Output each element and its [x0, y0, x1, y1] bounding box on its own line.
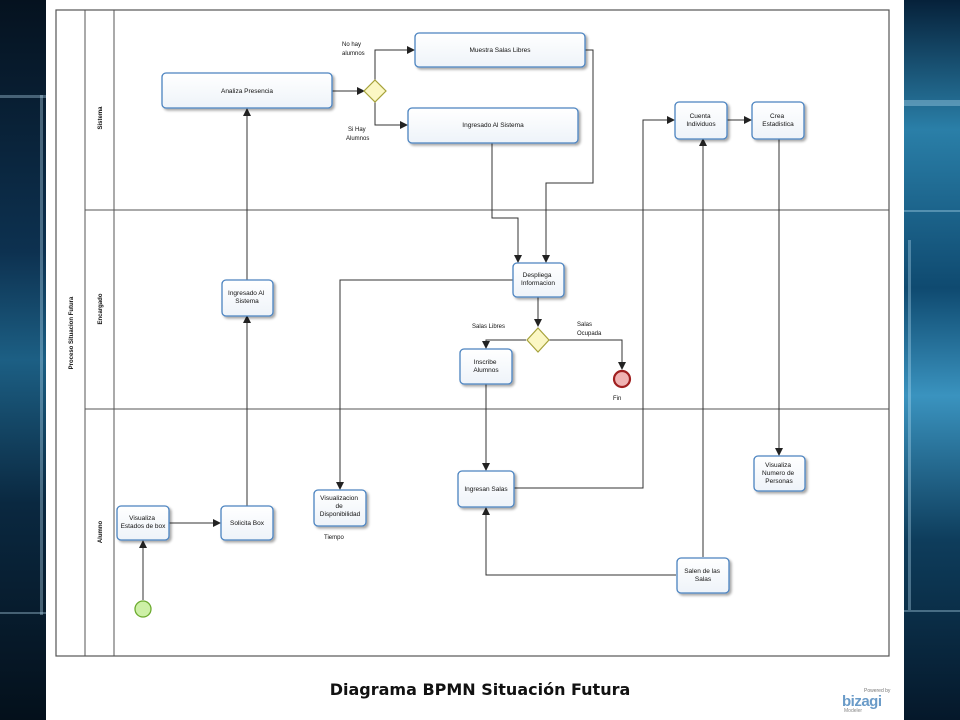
diagram-canvas: Proceso Situacion Futura Sistema Encarga…	[46, 0, 904, 720]
task-label-line: Personas	[765, 478, 793, 485]
label-tiempo: Tiempo	[324, 535, 344, 541]
svg-text:Visualiza Estados de b: Visualiza Estados de box	[121, 515, 167, 530]
label-no-hay-alumnos-line: No hay	[342, 42, 361, 48]
task-label: Ingresan Salas	[464, 486, 508, 493]
flow-gateway-to-ingresado	[374, 102, 408, 129]
task-label-line: Numero de	[762, 470, 795, 477]
task-despliega-informacion[interactable]: Despliega Informacion	[512, 262, 565, 298]
label-si-hay-alumnos-line: Si Hay	[348, 127, 366, 133]
task-label-line: Sistema	[235, 298, 259, 305]
brand-name: bizagi	[842, 693, 882, 710]
bpmn-diagram: Proceso Situacion Futura Sistema Encarga…	[55, 9, 890, 657]
task-label-line: Inscribe	[474, 359, 497, 366]
task-inscribe-alumnos[interactable]: Inscribe Alumnos	[459, 348, 513, 385]
task-label-line: Visualizacion	[320, 495, 358, 502]
svg-text:No hay alumnos: No hay alumnos	[342, 42, 365, 57]
start-event[interactable]	[134, 600, 152, 618]
svg-text:Visualiza Numero de: Visualiza Numero de Personas	[762, 462, 796, 485]
task-label: Muestra Salas Libres	[469, 47, 531, 54]
label-no-hay-alumnos-line: alumnos	[342, 51, 365, 57]
task-label-line: Ingresado Al	[228, 290, 265, 297]
svg-text:Cuenta Individuos: Cuenta Individuos	[686, 113, 716, 128]
sequence-flows	[139, 46, 783, 600]
task-cuenta-individuos[interactable]: Cuenta Individuos	[674, 101, 728, 140]
task-label-line: Informacion	[521, 280, 555, 287]
bizagi-logo: Powered by bizagi Modeler	[840, 688, 894, 714]
task-label: Analiza Presencia	[221, 88, 273, 95]
gateway-hay-alumnos[interactable]	[363, 79, 387, 103]
task-label: Ingresado Al Sistema	[462, 122, 524, 129]
flow-gateway-to-fin	[549, 339, 626, 370]
task-analiza-presencia[interactable]: Analiza Presencia	[161, 72, 333, 109]
svg-text:Ingresado Al Sistema: Ingresado Al Sistema	[228, 290, 266, 305]
task-visualizacion-disponibilidad[interactable]: Visualizacion de Disponibilidad	[313, 489, 367, 527]
svg-text:Crea Estadistica: Crea Estadistica	[762, 113, 794, 128]
label-fin: Fin	[613, 396, 621, 402]
left-background-panel	[0, 0, 46, 720]
flow-despliega-to-visualizacion	[336, 279, 513, 490]
label-salas-ocupada-line: Salas	[577, 322, 592, 328]
flow-gateway-to-inscribe	[482, 339, 526, 349]
task-visualiza-estados-box[interactable]: Visualiza Estados de box	[116, 505, 170, 541]
pool-label: Proceso Situacion Futura	[69, 296, 75, 369]
right-background-panel	[904, 0, 960, 720]
task-crea-estadistica[interactable]: Crea Estadistica	[751, 101, 805, 140]
task-ingresado-al-sistema-encargado[interactable]: Ingresado Al Sistema	[221, 279, 274, 317]
flow-salen-to-ingresan	[482, 507, 676, 576]
task-label-line: de	[335, 503, 343, 510]
task-label-line: Estados de box	[121, 523, 167, 530]
task-label-line: Salen de las	[684, 568, 721, 575]
gateway-salas-disponibles[interactable]	[526, 327, 550, 353]
task-ingresan-salas[interactable]: Ingresan Salas	[457, 470, 515, 508]
flow-labels: No hay alumnos Si Hay Alumnos Salas Libr…	[324, 42, 621, 541]
tasks: Analiza Presencia Muestra Salas Libres I…	[116, 32, 806, 594]
svg-text:Salas Ocupada: Salas Ocupada	[577, 322, 602, 337]
task-label-line: Alumnos	[473, 367, 499, 374]
diagram-caption: Diagrama BPMN Situación Futura	[329, 680, 631, 699]
task-salen-de-las-salas[interactable]: Salen de las Salas	[676, 557, 730, 594]
lane-label-sistema: Sistema	[98, 106, 104, 130]
task-ingresado-al-sistema-sistema[interactable]: Ingresado Al Sistema	[407, 107, 579, 144]
label-si-hay-alumnos-line: Alumnos	[346, 136, 369, 142]
task-label-line: Disponibilidad	[320, 511, 361, 518]
label-salas-libres: Salas Libres	[472, 324, 505, 330]
task-label-line: Estadistica	[762, 121, 794, 128]
svg-text:Salen de las Salas: Salen de las Salas	[684, 568, 722, 583]
task-label-line: Cuenta	[690, 113, 711, 120]
flow-gateway-to-muestra	[374, 46, 415, 80]
brand-powered-by: Powered by	[864, 688, 891, 694]
svg-text:Inscribe Alumnos: Inscribe Alumnos	[473, 359, 499, 374]
task-label-line: Crea	[770, 113, 784, 120]
lane-label-encargado: Encargado	[98, 293, 104, 324]
brand-edition: Modeler	[844, 708, 863, 714]
lane-label-alumno: Alumno	[98, 521, 104, 544]
pool: Proceso Situacion Futura	[55, 9, 890, 657]
task-label-line: Despliega	[523, 272, 552, 279]
task-label-line: Individuos	[686, 121, 716, 128]
flow-muestra-to-despliega	[542, 49, 594, 263]
svg-text:Si Hay Alumnos: Si Hay Alumnos	[346, 127, 369, 142]
svg-text:Visualizacion de: Visualizacion de Disponibilidad	[320, 495, 361, 518]
task-solicita-box[interactable]: Solicita Box	[220, 505, 274, 541]
task-visualiza-numero-personas[interactable]: Visualiza Numero de Personas	[753, 455, 806, 492]
end-event-fin[interactable]	[612, 369, 632, 389]
task-label-line: Visualiza	[129, 515, 155, 522]
flow-ingresan-to-cuenta	[514, 116, 675, 489]
task-label-line: Visualiza	[765, 462, 791, 469]
label-salas-ocupada-line: Ocupada	[577, 331, 602, 337]
svg-text:Despliega Informacion: Despliega Informacion	[521, 272, 555, 287]
task-muestra-salas-libres[interactable]: Muestra Salas Libres	[414, 32, 586, 68]
task-label-line: Salas	[695, 576, 712, 583]
flow-ingresado-to-despliega	[491, 142, 522, 263]
lanes: Sistema Encargado Alumno	[85, 10, 889, 656]
task-label: Solicita Box	[230, 520, 265, 527]
